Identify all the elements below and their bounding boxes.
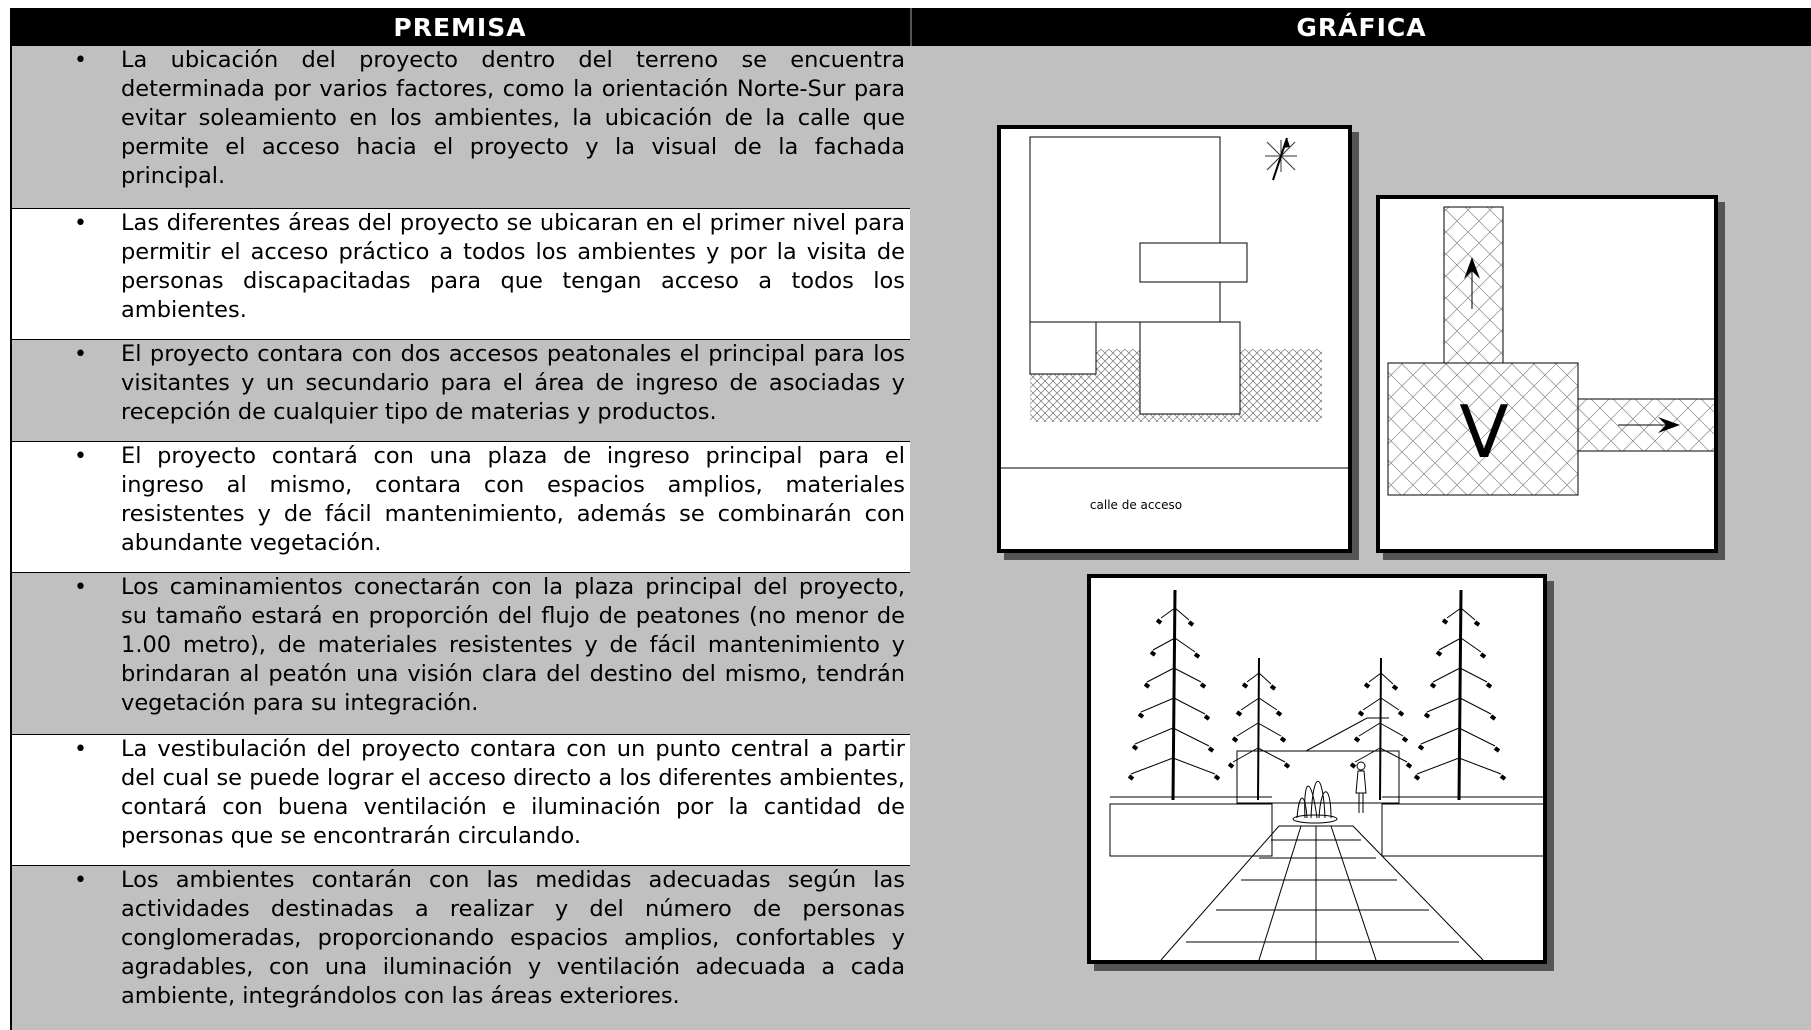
tree-icon [1349,657,1413,801]
premise-text: Los ambientes contarán con las medidas a… [121,867,905,1009]
premise-row: • La vestibulación del proyecto contara … [12,735,910,866]
bullet-icon: • [74,48,87,73]
person-icon [1355,761,1367,813]
plaza-perspective-drawing [1109,589,1545,961]
premise-text: Las diferentes áreas del proyecto se ubi… [121,210,905,323]
arrow-up-icon [1464,257,1480,309]
premise-row: • Los caminamientos conectarán con la pl… [12,573,910,735]
site-plan-drawing: calle de acceso [1001,136,1348,512]
bullet-icon: • [74,737,87,762]
bullet-icon: • [74,868,87,893]
plaza-perspective-panel [1087,574,1547,964]
tree-icon [1227,657,1291,801]
vestibule-letter: V [1459,390,1508,474]
premise-text: La ubicación del proyecto dentro del ter… [121,47,905,189]
premisa-header: PREMISA [10,8,910,46]
premise-text: La vestibulación del proyecto contara co… [121,736,905,849]
arrow-right-icon [1618,417,1680,433]
premise-row: • El proyecto contara con dos accesos pe… [12,340,910,442]
graphic-column: calle de acceso V [910,46,1811,1030]
premise-text: El proyecto contará con una plaza de ing… [121,443,905,556]
north-arrow-icon [1265,137,1297,181]
premise-row: • Los ambientes contarán con las medidas… [12,866,910,1030]
bullet-icon: • [74,444,87,469]
tree-icon [1413,589,1507,801]
fountain-icon [1292,780,1338,824]
premise-row: • Las diferentes áreas del proyecto se u… [12,209,910,340]
premise-row: • La ubicación del proyecto dentro del t… [12,46,910,209]
premise-text: El proyecto contara con dos accesos peat… [121,341,905,425]
vestibule-diagram-panel: V [1376,195,1751,553]
premise-text: Los caminamientos conectarán con la plaz… [121,574,905,716]
grafica-header: GRÁFICA [910,8,1811,46]
bullet-icon: • [74,342,87,367]
bullet-icon: • [74,575,87,600]
premise-row: • El proyecto contará con una plaza de i… [12,442,910,573]
tree-icon [1127,589,1221,801]
premise-column: • La ubicación del proyecto dentro del t… [10,46,910,1030]
vestibule-drawing: V [1387,206,1751,496]
bullet-icon: • [74,211,87,236]
street-label: calle de acceso [1090,498,1182,512]
site-plan-panel: calle de acceso [997,125,1352,553]
